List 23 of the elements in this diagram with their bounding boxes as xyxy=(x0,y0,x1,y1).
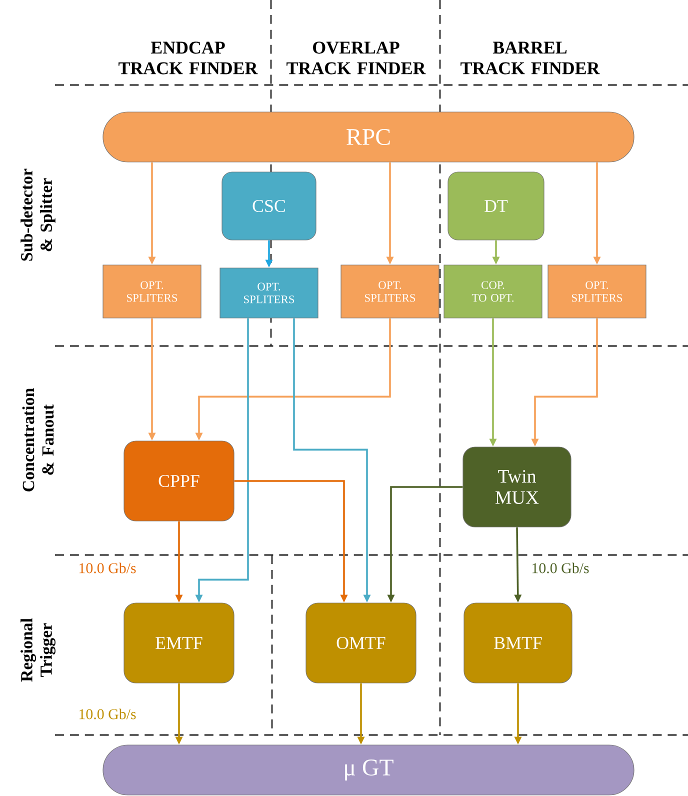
process-box: BMTF xyxy=(464,602,572,684)
edge-label: 10.0 Gb/s xyxy=(80,562,136,574)
column-heading: BARREL TRACK FINDER xyxy=(460,42,600,74)
splitter-box: OPT. SPLITERS xyxy=(102,264,202,318)
row-heading: Concentration & Fanout xyxy=(22,388,54,492)
splitter-box: OPT. SPLITERS xyxy=(220,268,318,318)
column-heading: ENDCAP TRACK FINDER xyxy=(118,42,258,74)
trigger-bar: μ GT xyxy=(102,744,634,796)
row-heading: Regional Trigger xyxy=(20,618,56,682)
splitter-box: OPT. SPLITERS xyxy=(340,264,440,318)
process-box: EMTF xyxy=(124,602,234,684)
process-box: Twin MUX xyxy=(462,446,572,528)
detector-box: DT xyxy=(448,172,544,240)
row-heading: Sub-detector & Splitter xyxy=(20,168,56,261)
splitter-box: OPT. SPLITERS xyxy=(548,264,646,318)
edge-label: 10.0 Gb/s xyxy=(80,708,136,720)
edge-label: 10.0 Gb/s xyxy=(532,562,589,574)
detector-bar: RPC xyxy=(102,112,634,162)
detector-box: CSC xyxy=(222,172,316,240)
process-box: CPPF xyxy=(124,440,234,522)
process-box: OMTF xyxy=(306,602,416,684)
column-heading: OVERLAP TRACK FINDER xyxy=(286,42,426,74)
converter-box: COP. TO OPT. xyxy=(444,264,542,318)
